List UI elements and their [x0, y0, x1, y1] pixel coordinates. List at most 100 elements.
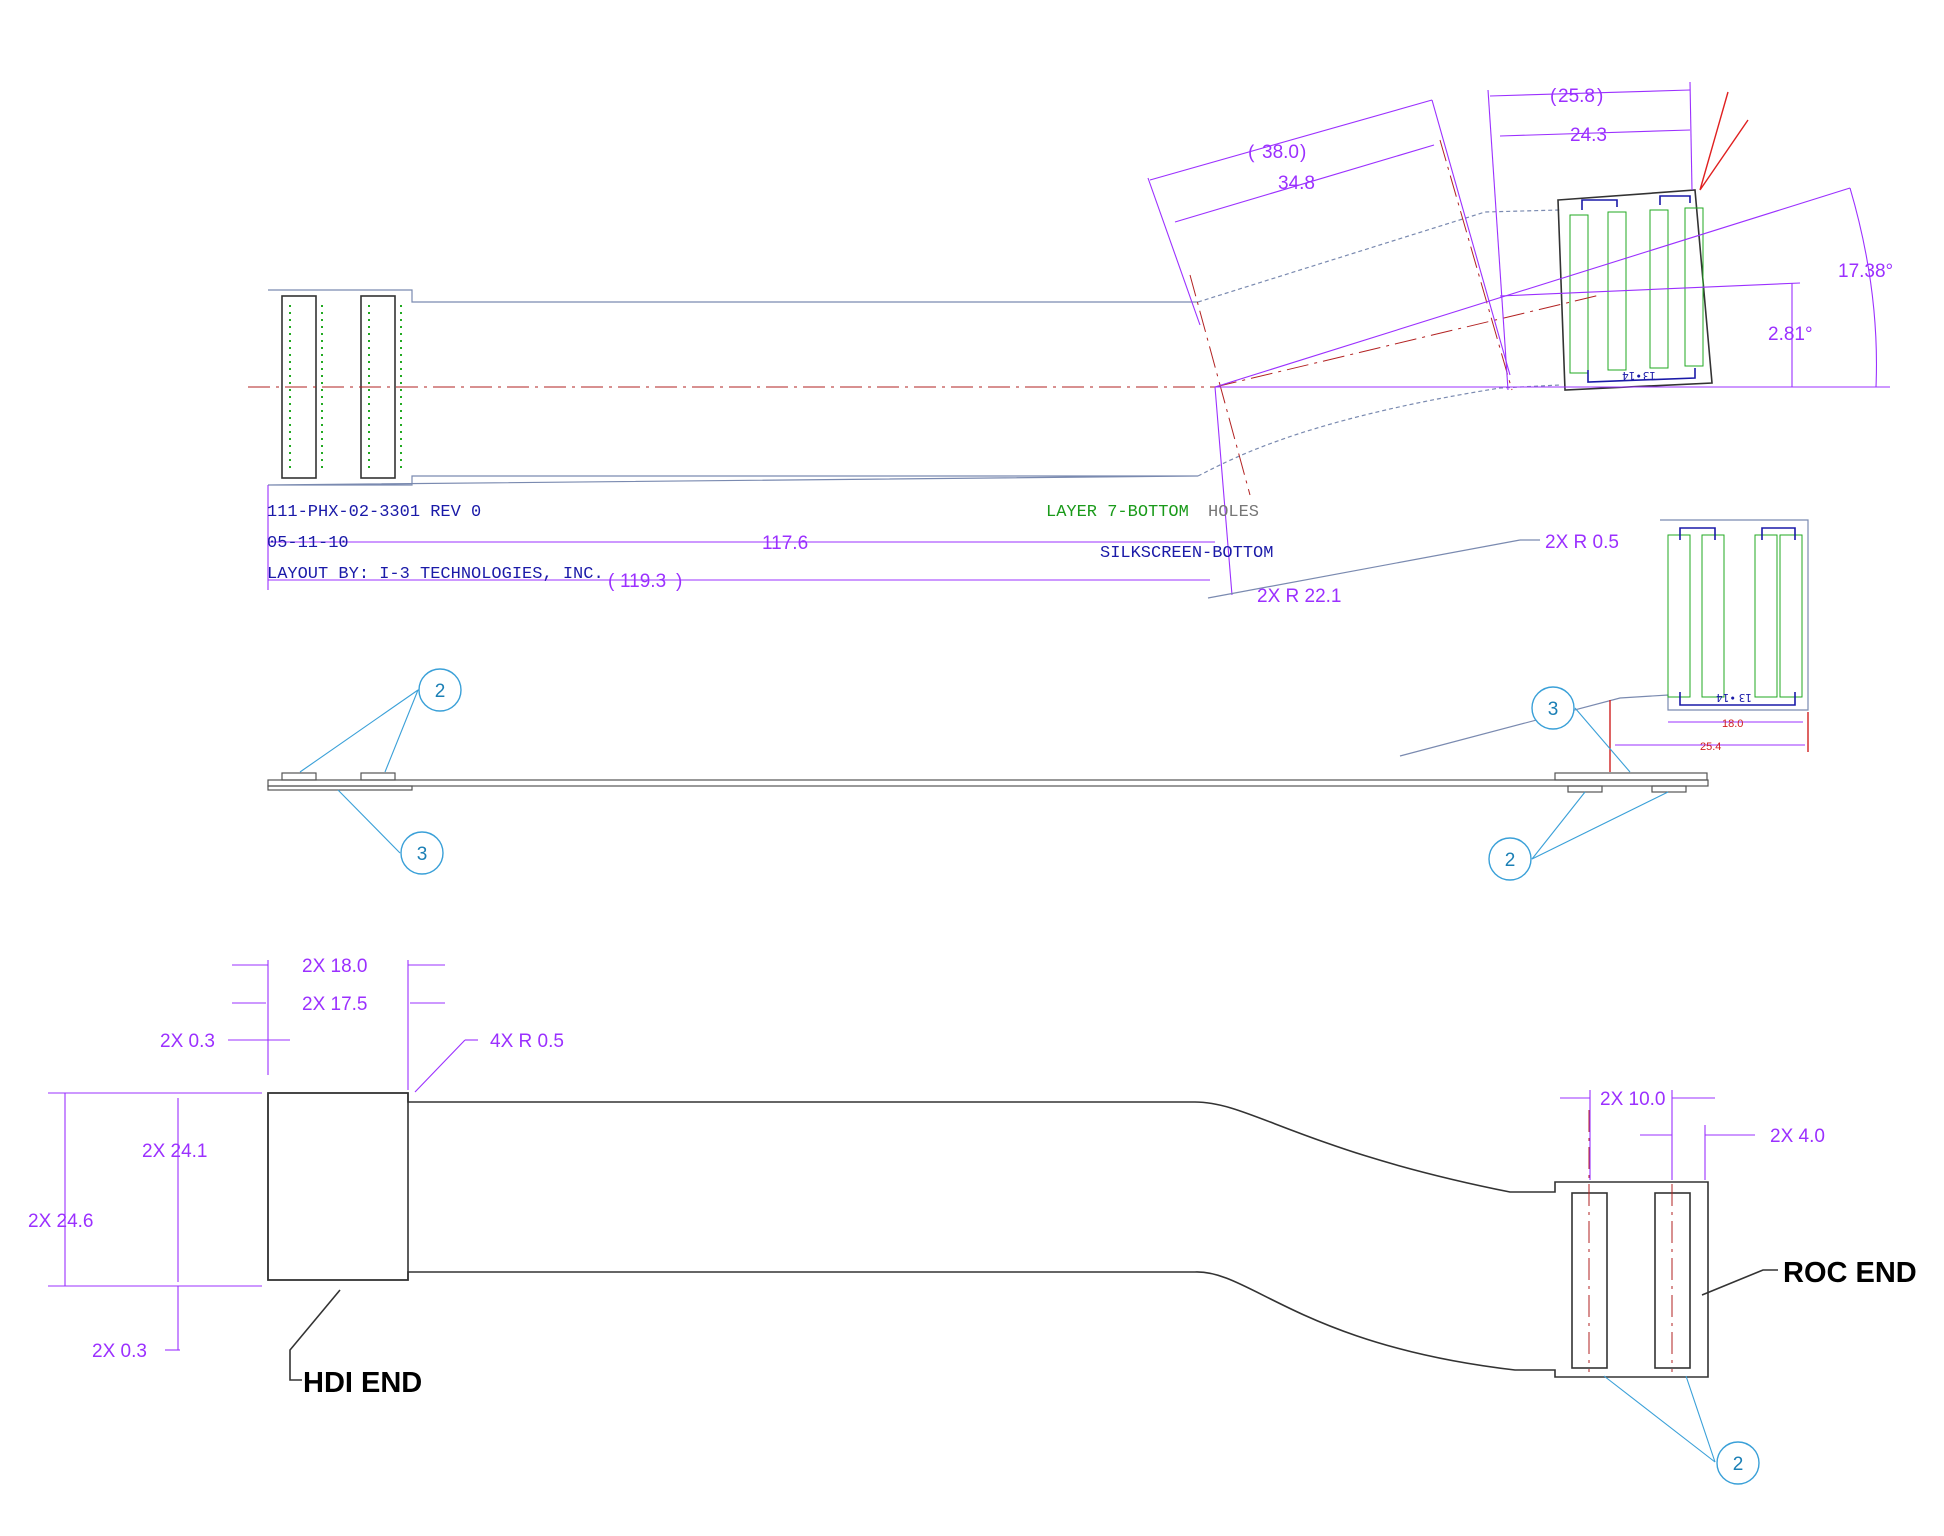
- dim-25-ext-left: [1487, 89, 1509, 391]
- balloon-2-left: [418, 668, 462, 712]
- dim-right-ext: [1214, 386, 1233, 596]
- r22-1-text: 2X R 22.1: [1257, 586, 1342, 607]
- top-roc-board: [1557, 189, 1713, 391]
- dim-34-value: 34.8: [1278, 173, 1315, 194]
- dim-38-ext-right: [1431, 99, 1511, 376]
- leader-2-right-a: [1531, 791, 1586, 860]
- title-date: 05-11-10: [267, 534, 349, 553]
- dim-r-leader: [414, 1039, 466, 1093]
- detail-18-text: 18.0: [1722, 718, 1743, 730]
- dim-4-text: 2X 4.0: [1770, 1126, 1825, 1147]
- detail-25-text: 25.4: [1700, 741, 1721, 753]
- dim-119-value: 119.3: [620, 571, 666, 592]
- dim-0-3-top-text: 2X 0.3: [160, 1031, 215, 1052]
- detail-pad-2: [1701, 534, 1725, 698]
- side-roc-stiffener: [1554, 772, 1708, 781]
- angle-2-text: 2.81°: [1768, 324, 1813, 345]
- balloon-3-left: [400, 831, 444, 875]
- silkscreen-bottom-label: SILKSCREEN-BOTTOM: [1100, 544, 1273, 563]
- balloon-2-bottom-text: 2: [1733, 1454, 1744, 1475]
- dim-0-3-bottom-text: 2X 0.3: [92, 1341, 147, 1362]
- balloon-2-bottom: [1716, 1441, 1760, 1485]
- side-roc-conn-1: [1567, 785, 1603, 793]
- dim-24-value: 24.3: [1570, 125, 1607, 146]
- dim-119-close: ): [676, 571, 682, 592]
- top-pin-label-13: 13: [1643, 369, 1656, 382]
- angle-2-ray: [1499, 282, 1801, 297]
- dim-38-line: [1149, 99, 1433, 181]
- top-roc-silk: [1581, 195, 1696, 383]
- dim-17-text: 2X 17.5: [302, 994, 368, 1015]
- detail-pin-13: 13: [1739, 691, 1752, 704]
- top-view: •14 13 ( 38.0 ) 34.8 ( 25.8 ) 24.3 17.38…: [248, 81, 1893, 607]
- side-hdi-stiffener: [267, 785, 413, 791]
- dim-18-text: 2X 18.0: [302, 956, 368, 977]
- balloon-3-right: [1531, 686, 1575, 730]
- side-view: 2 3 3 2: [267, 668, 1709, 881]
- dim-25-open: (: [1550, 86, 1557, 107]
- leader-3-left: [337, 789, 401, 854]
- leader-2-bottom-a: [1603, 1375, 1716, 1463]
- leader-2-left-b: [384, 689, 419, 773]
- leader-2-left-a: [299, 689, 419, 773]
- leader-2-bottom-b: [1685, 1375, 1716, 1463]
- dim-119-open: (: [608, 571, 615, 592]
- dim-25-value: 25.8: [1558, 86, 1595, 107]
- angle-17-arc: [1849, 187, 1878, 388]
- red-callout-arrows: [1699, 91, 1749, 191]
- top-bend-upper-edge: [1197, 209, 1561, 303]
- title-layout-by: LAYOUT BY: I-3 TECHNOLOGIES, INC.: [267, 565, 604, 584]
- roc-detail-view: •14 13 18.0 25.4: [1399, 519, 1809, 772]
- top-pin-label-14: •14: [1622, 369, 1642, 382]
- detail-pad-4: [1779, 534, 1803, 698]
- dim-117-value: 117.6: [762, 533, 808, 554]
- holes-label: HOLES: [1208, 503, 1259, 522]
- angle-17-text: 17.38°: [1838, 261, 1893, 282]
- r0-5-leader: [1207, 539, 1521, 599]
- top-bend-centerline-2: [1439, 139, 1513, 391]
- bottom-hdi-stiffener: [267, 1092, 409, 1281]
- side-cable-body: [267, 779, 1709, 787]
- angle-17-ray: [1214, 187, 1851, 388]
- top-hdi-outline: [267, 289, 1199, 486]
- roc-end-leader: [1701, 1269, 1778, 1296]
- detail-board-outline: [1399, 519, 1809, 757]
- leader-3-right: [1574, 707, 1631, 773]
- r0-5-text: 2X R 0.5: [1545, 532, 1619, 553]
- dim-24-6-text: 2X 24.6: [28, 1211, 94, 1232]
- dim-38-close: ): [1300, 142, 1306, 163]
- title-part-number: 111-PHX-02-3301 REV 0: [267, 503, 481, 522]
- leader-2-right-b: [1531, 791, 1669, 860]
- balloon-2-right: [1488, 837, 1532, 881]
- balloon-2-left-text: 2: [435, 681, 446, 702]
- dim-10-text: 2X 10.0: [1600, 1089, 1666, 1110]
- dim-r-text: 4X R 0.5: [490, 1031, 564, 1052]
- dim-24-line: [1499, 129, 1691, 137]
- bottom-view: 2X 18.0 2X 17.5 2X 0.3 4X R 0.5 2X 24.6 …: [28, 956, 1917, 1485]
- dim-34-line: [1174, 144, 1435, 223]
- detail-pin-14: •14: [1716, 691, 1736, 704]
- side-hdi-conn-1: [281, 772, 317, 781]
- dim-24-1-text: 2X 24.1: [142, 1141, 208, 1162]
- hdi-end-leader: [289, 1289, 341, 1381]
- detail-silk: [1679, 527, 1796, 706]
- dim-38-text: (: [1248, 142, 1255, 163]
- balloon-3-right-text: 3: [1548, 699, 1559, 720]
- top-bend-lower-edge: [1197, 384, 1561, 477]
- side-roc-conn-2: [1651, 785, 1687, 793]
- balloon-2-right-text: 2: [1505, 850, 1516, 871]
- dim-38-value: 38.0: [1262, 142, 1299, 163]
- dim-25-ext-right: [1689, 81, 1693, 191]
- dim-25-line: [1489, 89, 1691, 97]
- side-hdi-conn-2: [360, 772, 396, 781]
- detail-pad-1: [1667, 534, 1691, 698]
- roc-end-label: ROC END: [1783, 1257, 1917, 1289]
- top-angled-centerline: [1214, 294, 1601, 388]
- hdi-end-label: HDI END: [303, 1367, 422, 1399]
- detail-pad-3: [1754, 534, 1778, 698]
- balloon-3-left-text: 3: [417, 844, 428, 865]
- layer-7-bottom-label: LAYER 7-BOTTOM: [1046, 503, 1189, 522]
- dim-25-close: ): [1597, 86, 1603, 107]
- dim-38-ext-left: [1147, 177, 1201, 326]
